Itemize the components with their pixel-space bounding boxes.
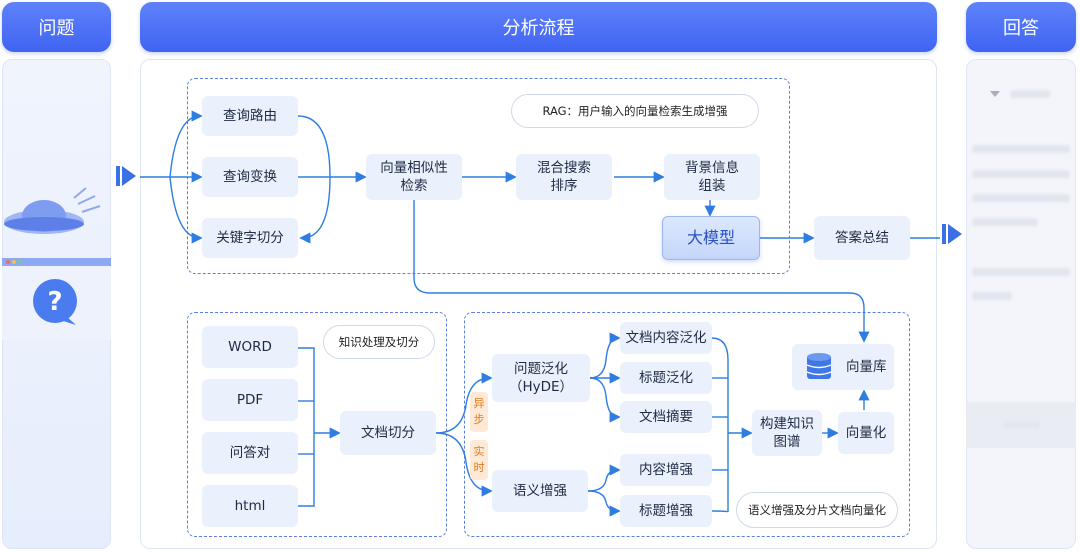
doc-qa-node: 问答对	[202, 432, 298, 474]
title-enhance-node: 标题增强	[620, 495, 712, 527]
chevron-down-icon	[990, 91, 1000, 97]
arrow-in-icon	[116, 166, 136, 186]
hyde-node: 问题泛化 （HyDE）	[492, 354, 590, 402]
database-icon	[806, 353, 832, 379]
knowledge-note: 知识处理及切分	[323, 325, 435, 359]
vector-search-line1: 向量相似性	[380, 159, 448, 176]
knowledge-graph-node: 构建知识 图谱	[752, 410, 822, 456]
answer-panel	[966, 59, 1076, 549]
arrow-out-icon	[942, 224, 962, 244]
semantic-note: 语义增强及分片文档向量化	[736, 492, 898, 528]
rag-group	[187, 78, 790, 274]
rag-note: RAG：用户输入的向量检索生成增强	[511, 94, 759, 128]
realtime-tag: 实 时	[470, 440, 488, 480]
query-route-node: 查询路由	[202, 96, 298, 136]
title-gen-node: 标题泛化	[620, 362, 712, 394]
kg-line1: 构建知识	[760, 415, 814, 432]
doc-content-gen-node: 文档内容泛化	[620, 322, 712, 354]
context-line2: 组装	[698, 178, 726, 194]
answer-line	[972, 194, 1070, 202]
answer-line	[972, 145, 1070, 153]
answer-line	[1004, 422, 1040, 428]
doc-pdf-node: PDF	[202, 379, 298, 421]
context-line1: 背景信息	[685, 159, 739, 176]
question-bubble-icon: ?	[33, 279, 77, 325]
answer-line	[972, 218, 1038, 226]
kg-line2: 图谱	[773, 434, 801, 450]
answer-line	[1010, 90, 1050, 98]
answer-line	[972, 170, 1070, 178]
doc-summary-node: 文档摘要	[620, 401, 712, 433]
vector-search-node: 向量相似性 检索	[366, 154, 462, 200]
answer-line	[972, 292, 1012, 300]
vector-db-label: 向量库	[846, 358, 887, 375]
realtime-tag-char-1: 实	[473, 444, 485, 458]
ufo-icon	[2, 187, 111, 340]
realtime-tag-char-2: 时	[473, 461, 485, 474]
question-header: 问题	[2, 2, 111, 52]
vector-db-node: 向量库	[792, 344, 894, 390]
vector-search-line2: 检索	[400, 178, 428, 194]
content-enhance-node: 内容增强	[620, 454, 712, 486]
context-assembly-node: 背景信息 组装	[664, 154, 760, 200]
answer-line	[972, 268, 1070, 276]
hyde-line1: 问题泛化	[514, 360, 568, 377]
semantic-enhance-node: 语义增强	[492, 470, 588, 512]
svg-text:?: ?	[47, 287, 62, 317]
doc-word-node: WORD	[202, 326, 298, 368]
async-tag: 异 步	[470, 392, 488, 432]
vectorize-node: 向量化	[838, 412, 894, 454]
doc-html-node: html	[202, 485, 298, 527]
answer-header: 回答	[966, 2, 1076, 52]
hybrid-rank-node: 混合搜索 排序	[516, 154, 612, 200]
async-tag-char-1: 异	[473, 396, 485, 410]
async-tag-char-2: 步	[473, 413, 485, 426]
enhancement-group	[464, 312, 910, 537]
answer-summary-node: 答案总结	[814, 216, 910, 260]
hyde-line2: （HyDE）	[508, 379, 574, 395]
llm-node: 大模型	[662, 216, 760, 260]
keyword-split-node: 关键字切分	[202, 218, 298, 258]
doc-chunk-node: 文档切分	[340, 411, 436, 455]
process-header: 分析流程	[140, 2, 937, 52]
knowledge-group	[187, 312, 447, 537]
hybrid-line1: 混合搜索	[537, 159, 591, 176]
query-transform-node: 查询变换	[202, 157, 298, 197]
hybrid-line2: 排序	[550, 178, 578, 194]
